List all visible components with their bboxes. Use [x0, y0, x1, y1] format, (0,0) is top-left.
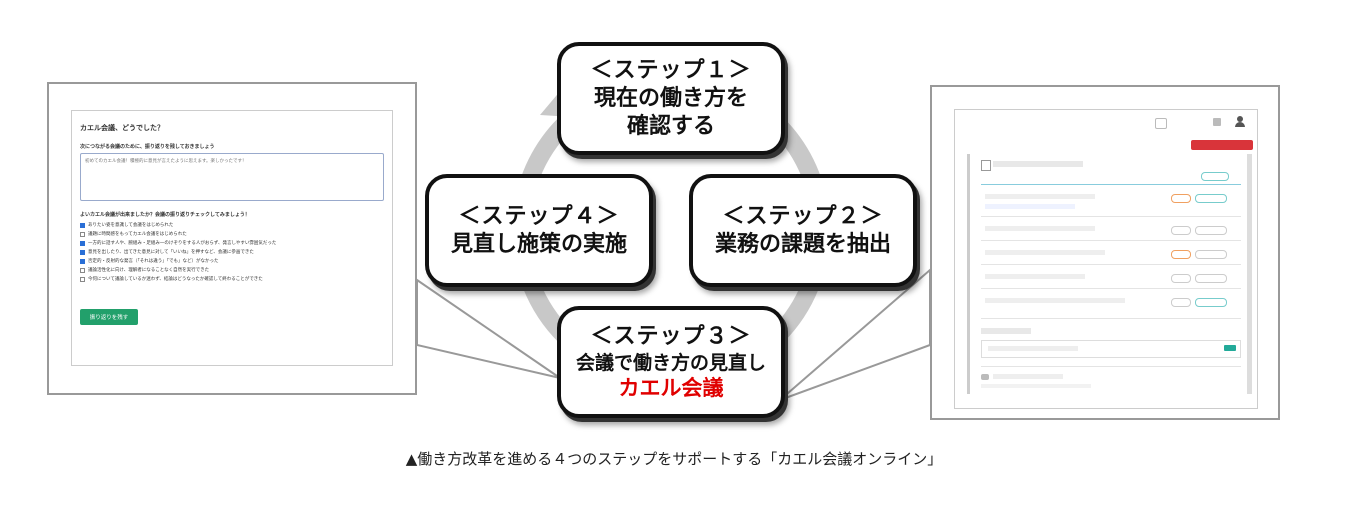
- agenda-item[interactable]: [985, 250, 1105, 255]
- divider: [981, 240, 1241, 241]
- divider: [981, 318, 1241, 319]
- status-pill[interactable]: [1195, 250, 1227, 259]
- left-screenshot-panel: カエル会議、どうでした？ 次につながる会議のために、振り返りを残しておきましょう…: [47, 82, 417, 395]
- step-3-box: ＜ステップ３＞ 会議で働き方の見直し カエル会議: [557, 306, 785, 418]
- agenda-heading: [993, 161, 1083, 167]
- checklist-item[interactable]: ありたい姿を意識して会議をはじめられた: [80, 221, 276, 230]
- step-2-number: ＜ステップ２＞: [722, 203, 884, 229]
- divider: [981, 184, 1241, 185]
- vote-pill[interactable]: [1171, 250, 1191, 259]
- step-3-number: ＜ステップ３＞: [590, 324, 752, 349]
- checkbox[interactable]: [80, 259, 85, 264]
- checklist-item[interactable]: 意見を出したり、出てきた意見に対して「いいね」を押すなど、会議に参画できた: [80, 248, 276, 257]
- step-1-number: ＜ステップ１＞: [590, 57, 752, 83]
- reflection-textarea[interactable]: 初めてのカエル会議！積極的に意見が言えたように思えます。楽しかったです！: [80, 153, 384, 201]
- textarea-value: 初めてのカエル会議！積極的に意見が言えたように思えます。楽しかったです！: [85, 159, 247, 164]
- step-1-text: 現在の働き方を: [593, 85, 748, 111]
- step-4-box: ＜ステップ４＞ 見直し施策の実施: [425, 174, 653, 287]
- checklist-item[interactable]: 今何について議論しているか迷わず、結論はどうなったか確認して終わることができた: [80, 275, 276, 284]
- agenda-item[interactable]: [985, 298, 1125, 303]
- form-subtitle: 次につながる会議のために、振り返りを残しておきましょう: [80, 144, 215, 150]
- comment-text: [981, 384, 1091, 388]
- checkbox[interactable]: [80, 232, 85, 237]
- vote-pill[interactable]: [1171, 298, 1191, 307]
- document-icon: [981, 160, 991, 171]
- step-3-text: 会議で働き方の見直し: [575, 352, 766, 374]
- scrollbar[interactable]: [1247, 154, 1252, 394]
- settings-icon[interactable]: [1213, 118, 1221, 126]
- form-title: カエル会議、どうでした？: [80, 124, 164, 132]
- checklist-item[interactable]: 議論活性化に向け、理解者になることなく自然を実行できた: [80, 266, 276, 275]
- step-1-text-2: 確認する: [626, 113, 715, 139]
- step-2-text: 業務の課題を抽出: [714, 231, 891, 257]
- vote-pill[interactable]: [1171, 274, 1191, 283]
- step-1-box: ＜ステップ１＞ 現在の働き方を 確認する: [557, 42, 785, 155]
- comment-icon: [981, 374, 989, 380]
- save-reflection-button[interactable]: 振り返りを残す: [80, 309, 138, 325]
- vote-pill[interactable]: [1171, 226, 1191, 235]
- status-pill[interactable]: [1195, 298, 1227, 307]
- checklist-question: よいカエル会議が出来ましたか？会議の振り返りチェックしてみましょう！: [80, 212, 250, 218]
- checkbox[interactable]: [80, 241, 85, 246]
- vote-pill[interactable]: [1171, 194, 1191, 203]
- divider: [981, 216, 1241, 217]
- user-icon[interactable]: [1235, 116, 1245, 128]
- checkbox[interactable]: [80, 268, 85, 273]
- divider: [981, 288, 1241, 289]
- meeting-agenda-ui: [954, 109, 1258, 409]
- comment-heading: [993, 374, 1063, 379]
- step-2-box: ＜ステップ２＞ 業務の課題を抽出: [689, 174, 917, 287]
- checklist: ありたい姿を意識して会議をはじめられた 議題に時間感をもってカエル会議をはじめら…: [80, 221, 276, 284]
- status-pill[interactable]: [1195, 226, 1227, 235]
- end-meeting-button[interactable]: [1191, 140, 1253, 150]
- checklist-item[interactable]: 否定的・反射的な発言（「それは違う」「でも」など）がなかった: [80, 257, 276, 266]
- agenda-item[interactable]: [985, 226, 1095, 231]
- step-4-text: 見直し施策の実施: [450, 231, 627, 257]
- agenda-item[interactable]: [985, 194, 1095, 199]
- right-screenshot-panel: [930, 85, 1280, 420]
- figure-caption: ▲働き方改革を進める４つのステップをサポートする「カエル会議オンライン」: [405, 450, 943, 468]
- divider: [981, 264, 1241, 265]
- close-icon[interactable]: [1155, 118, 1167, 129]
- checkbox[interactable]: [80, 223, 85, 228]
- checkbox[interactable]: [80, 277, 85, 282]
- status-pill[interactable]: [1195, 274, 1227, 283]
- action-item[interactable]: [981, 340, 1241, 358]
- step-3-highlight: カエル会議: [618, 376, 724, 400]
- status-pill[interactable]: [1195, 194, 1227, 203]
- action-heading: [981, 328, 1031, 334]
- step-4-number: ＜ステップ４＞: [458, 203, 620, 229]
- checkbox[interactable]: [80, 250, 85, 255]
- agenda-item[interactable]: [985, 274, 1085, 279]
- scroll-rail: [967, 154, 970, 394]
- divider: [981, 366, 1241, 367]
- checklist-item[interactable]: 一方的に話す人や、腕組み・足組み一のけぞりをする人がおらず、発言しやすい雰囲気だ…: [80, 239, 276, 248]
- status-pill: [1201, 172, 1229, 181]
- agenda-tags: [985, 204, 1075, 209]
- checklist-item[interactable]: 議題に時間感をもってカエル会議をはじめられた: [80, 230, 276, 239]
- reflection-form: カエル会議、どうでした？ 次につながる会議のために、振り返りを残しておきましょう…: [71, 110, 393, 366]
